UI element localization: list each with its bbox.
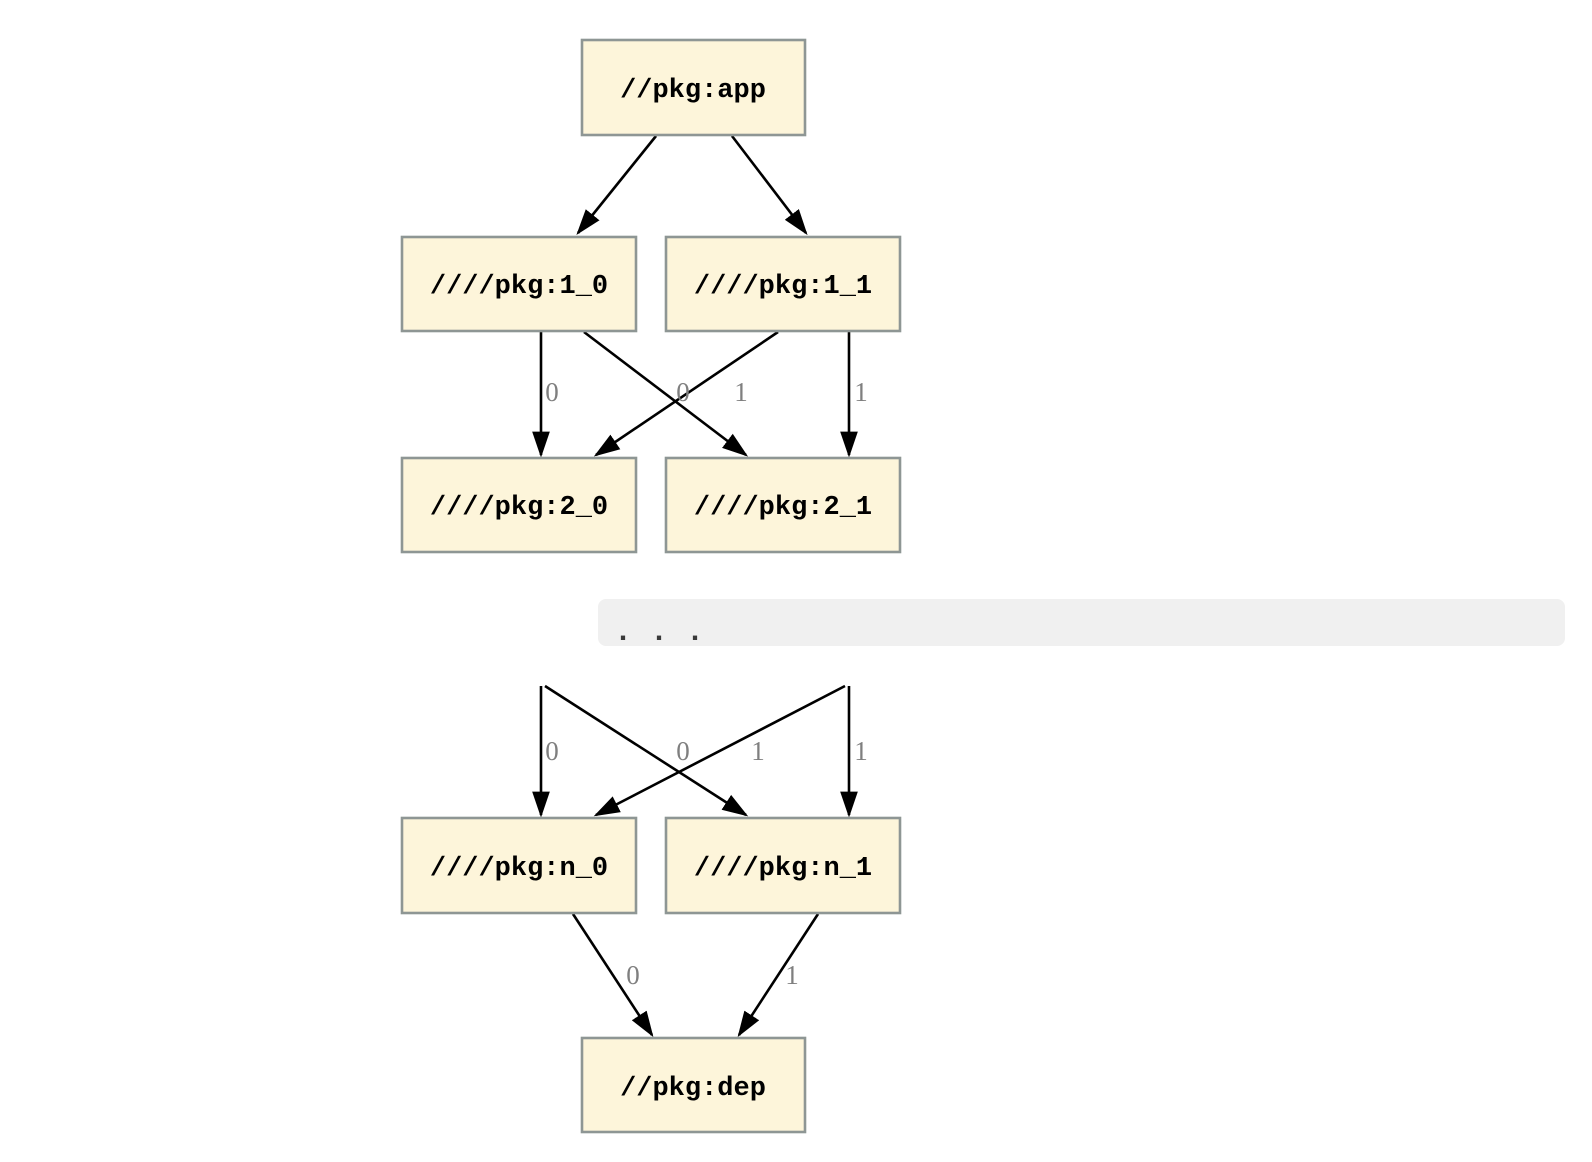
node-1_0: ////pkg:1_0: [400, 235, 638, 333]
edge-n_0-to-dep: [571, 913, 654, 1038]
node-1_1-box: [664, 235, 902, 333]
node-2_1: ////pkg:2_1: [664, 456, 902, 554]
edge-label-1_1-2_1: 1: [854, 377, 868, 407]
edge-1_0-to-2_1: [583, 330, 749, 457]
node-1_1: ////pkg:1_1: [664, 235, 902, 333]
edge-label-1_1-2_0: 0: [676, 377, 690, 407]
edge-label-n_0-dep: 0: [626, 960, 640, 990]
edge-label-elided-n_0-left: 0: [545, 736, 559, 766]
node-2_0-label: ////pkg:2_0: [430, 493, 608, 523]
node-1_0-box: [400, 235, 638, 333]
node-app-label: //pkg:app: [620, 76, 766, 106]
node-1_0-label: ////pkg:1_0: [430, 272, 608, 302]
elision-ellipsis: . . .: [614, 616, 704, 650]
edge-elided-to-n_1-cross: [544, 684, 749, 817]
elision-band: . . .: [598, 599, 1565, 650]
node-dep-box: [580, 1036, 807, 1134]
edge-app-to-1_0: [576, 135, 658, 236]
node-2_1-label: ////pkg:2_1: [694, 493, 872, 523]
node-dep-label: //pkg:dep: [620, 1074, 766, 1104]
edge-app-to-1_1: [730, 135, 808, 236]
edge-label-group: 0 0 1 1 0 0 1 1 0 1: [545, 377, 868, 990]
elision-band-rect: [598, 599, 1565, 646]
edge-label-1_0-2_0: 0: [545, 377, 559, 407]
node-app: //pkg:app: [580, 38, 807, 137]
node-n_0: ////pkg:n_0: [400, 816, 638, 915]
node-n_1: ////pkg:n_1: [664, 816, 902, 915]
node-1_1-label: ////pkg:1_1: [694, 272, 872, 302]
node-n_1-label: ////pkg:n_1: [694, 854, 872, 884]
node-dep: //pkg:dep: [580, 1036, 807, 1134]
node-2_0: ////pkg:2_0: [400, 456, 638, 554]
edge-label-n_1-dep: 1: [785, 960, 799, 990]
edge-label-elided-n_1-right: 1: [854, 736, 868, 766]
edge-label-1_0-2_1: 1: [734, 377, 748, 407]
edge-elided-to-n_0-cross: [593, 684, 846, 817]
node-n_0-box: [400, 816, 638, 915]
node-app-box: [580, 38, 807, 137]
node-n_0-label: ////pkg:n_0: [430, 854, 608, 884]
node-2_1-box: [664, 456, 902, 554]
node-2_0-box: [400, 456, 638, 554]
edge-group: [532, 135, 858, 1038]
edge-1_1-to-2_0: [593, 330, 779, 457]
edge-label-elided-n_1-cross: 1: [751, 736, 765, 766]
edge-n_1-to-dep: [737, 913, 820, 1038]
edge-label-elided-n_0-cross: 0: [676, 736, 690, 766]
node-n_1-box: [664, 816, 902, 915]
